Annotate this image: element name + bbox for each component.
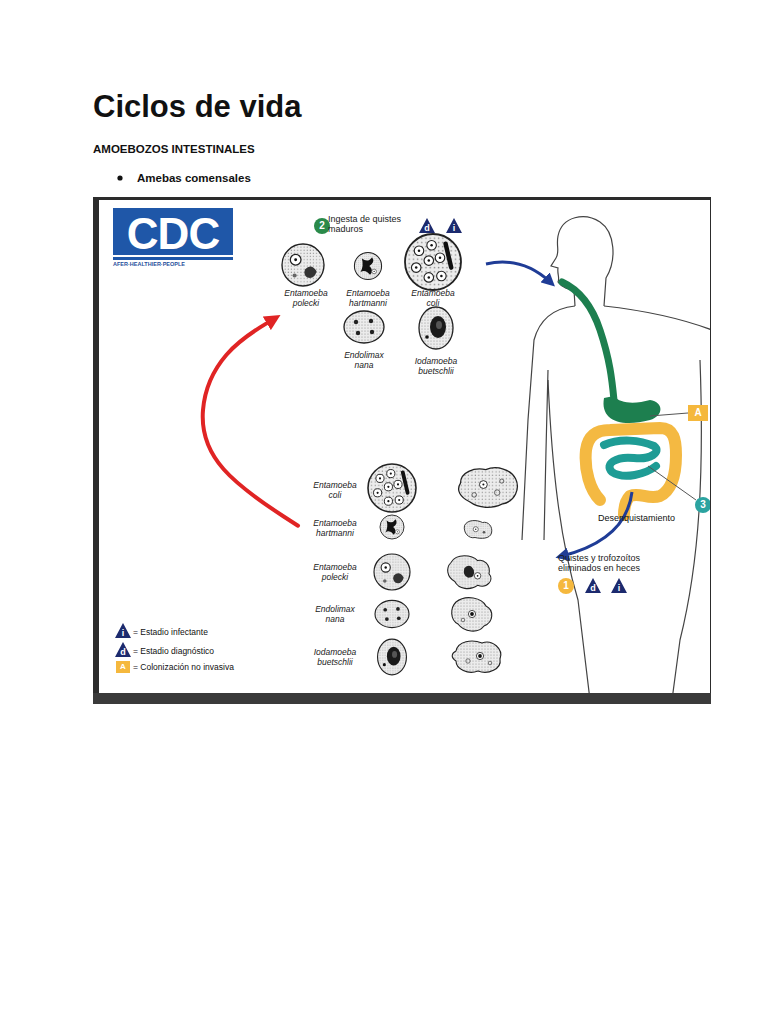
stage-symbol: d	[419, 222, 435, 234]
trophozoite-drawing	[452, 641, 501, 672]
flow-arrow	[486, 262, 550, 282]
trophozoite-drawing	[448, 556, 491, 589]
organism-row: Iodamoeba buetschlii	[298, 639, 538, 675]
group-heading: Quistes y trofozoítos eliminados en hece…	[558, 553, 666, 573]
callout-number: 1	[558, 580, 574, 592]
step-label: Desenquistamiento	[598, 513, 710, 524]
callout-circle	[314, 218, 330, 234]
legend-text: = Estadio diagnóstico	[133, 645, 303, 657]
species-name: Endolimax nana	[302, 596, 368, 632]
legend-symbol: i	[115, 627, 131, 639]
cyst-group: Ingesta de quistes madurosEntamoeba pole…	[275, 210, 470, 382]
cyst-drawing	[282, 244, 324, 286]
human-outline	[522, 217, 710, 693]
excretion-group: Quistes y trofozoítos eliminados en hece…	[298, 465, 673, 690]
species-name: Iodamoeba buetschlii	[302, 639, 368, 675]
species-name: Entamoeba coli	[406, 288, 460, 308]
stage-symbol: d	[585, 582, 601, 594]
organism-row: Endolimax nana	[298, 596, 538, 632]
legend-triangle	[115, 642, 131, 657]
cyst-drawing	[380, 515, 404, 539]
species-name: Entamoeba coli	[302, 472, 368, 508]
callout-letter: A	[688, 405, 708, 421]
flow-arrow	[562, 492, 632, 556]
species-name: Endolimax nana	[337, 350, 391, 370]
figure-background	[99, 200, 710, 693]
cyst-drawing	[405, 234, 461, 290]
stage-triangle	[585, 578, 601, 593]
figure-shadow	[93, 693, 711, 704]
figure-frame	[93, 197, 711, 704]
callout-number: 3	[695, 499, 711, 511]
cyst-drawing	[344, 311, 384, 343]
cyst-drawing	[378, 639, 407, 675]
callout-circle	[695, 497, 710, 513]
trophozoite-drawing	[452, 598, 492, 631]
species-name: Entamoeba hartmanni	[341, 288, 395, 308]
bullet-item: Amebas comensales	[137, 171, 437, 185]
organism-row: Entamoeba polecki	[298, 554, 538, 590]
callout-circle	[558, 578, 574, 594]
logo-text: CDC	[113, 211, 233, 257]
cyst-drawing	[374, 554, 410, 590]
callout-box	[688, 405, 708, 421]
cyst-drawing	[419, 307, 453, 349]
esophagus	[562, 282, 614, 400]
cyst-drawing	[368, 464, 416, 512]
stage-symbol: i	[446, 222, 462, 234]
bullet-dot	[117, 175, 122, 180]
logo-slogan: AFER·HEALTHIER·PEOPLE	[113, 261, 243, 268]
legend-symbol: A	[116, 661, 130, 673]
stage-symbol: i	[611, 582, 627, 594]
stomach	[603, 396, 660, 423]
legend-symbol: d	[115, 646, 131, 658]
stage-triangle	[446, 218, 462, 233]
leader-line	[648, 466, 696, 500]
legend-text: = Colonización no invasiva	[133, 661, 303, 673]
group-heading: Ingesta de quistes maduros	[328, 214, 418, 234]
leader-line	[650, 413, 688, 416]
cyst-drawing	[354, 252, 381, 279]
cycle-arrow	[203, 318, 298, 525]
legend-triangle	[115, 623, 131, 638]
stage-triangle	[611, 578, 627, 593]
species-name: Entamoeba polecki	[302, 554, 368, 590]
legend-text: = Estadio infectante	[133, 626, 303, 638]
page-title: Ciclos de vida	[93, 88, 593, 126]
species-name: Entamoeba hartmanni	[302, 510, 368, 546]
section-heading: AMOEBOZOS INTESTINALES	[93, 142, 493, 156]
species-name: Iodamoeba buetschlii	[408, 356, 464, 376]
callout-number: 2	[314, 220, 330, 232]
species-name: Entamoeba polecki	[279, 288, 333, 308]
cyst-drawing	[375, 600, 409, 627]
logo-box	[113, 208, 233, 260]
trophozoite-drawing	[459, 468, 518, 508]
organism-row: Entamoeba coli	[298, 472, 538, 508]
small-intestine	[604, 441, 657, 476]
stage-triangle	[419, 218, 435, 233]
organism-row: Entamoeba hartmanni	[298, 510, 538, 546]
trophozoite-drawing	[464, 521, 492, 539]
